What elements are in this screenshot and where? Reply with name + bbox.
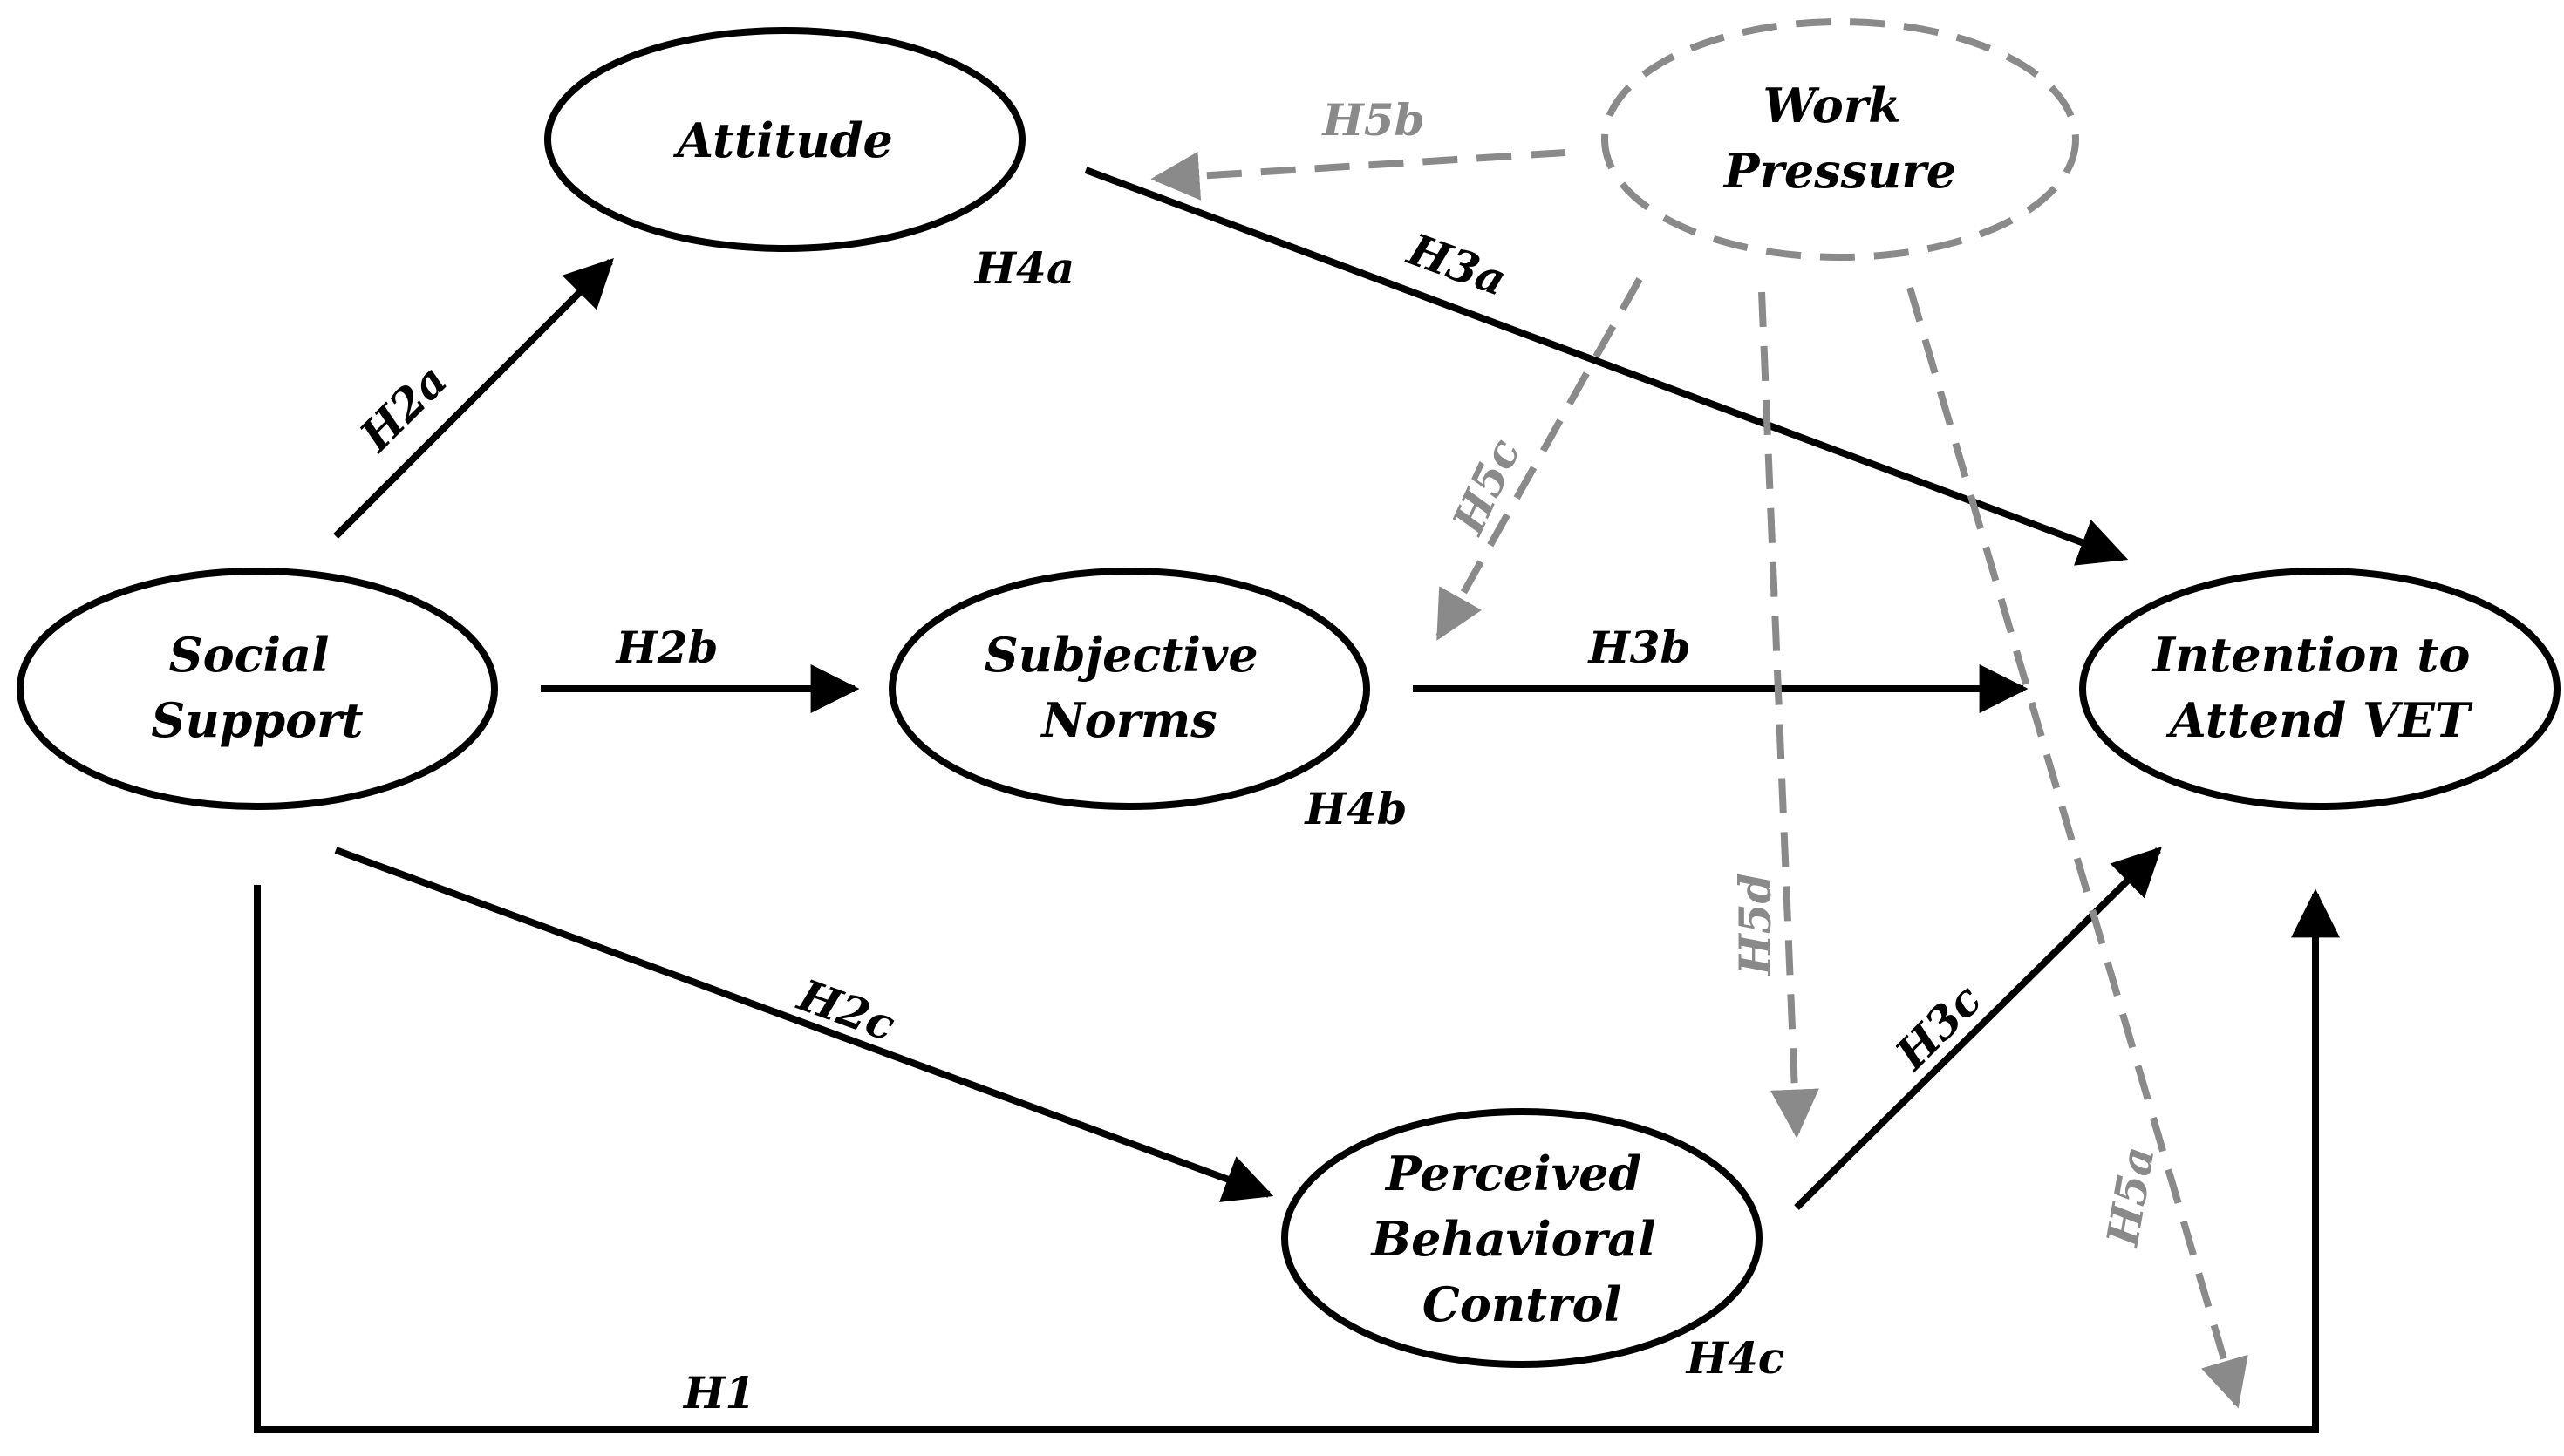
label-h1: H1 [682, 1367, 755, 1419]
node-social-support: Social Support [17, 568, 498, 810]
label-h3b: H3b [1587, 622, 1691, 673]
node-work-pressure: Work Pressure [1601, 18, 2079, 261]
node-intention-line-2: Attend VET [2165, 692, 2473, 748]
node-work-pressure-line-1: Work [1763, 78, 1901, 133]
node-work-pressure-line-2: Pressure [1722, 143, 1956, 199]
edge-h3c [1794, 847, 2162, 1210]
edge-h2c [334, 847, 1274, 1202]
node-subjective-norms-line-1: Subjective [985, 627, 1258, 683]
node-attitude: Attitude [544, 27, 1026, 252]
label-h2b: H2b [615, 622, 719, 673]
node-pbc-line-3: Control [1422, 1276, 1621, 1332]
edge-h3a [1084, 167, 2129, 566]
label-h5d: H5d [1729, 874, 1781, 977]
label-h5a: H5a [2096, 1142, 2164, 1251]
label-h4b: H4b [1304, 783, 1408, 834]
node-attitude-line-1: Attitude [672, 112, 893, 168]
node-social-support-line-2: Support [151, 692, 363, 748]
node-intention-line-1: Intention to [2151, 627, 2471, 683]
svg-text:Intention to Attend VET: Intention to Attend VET [2151, 627, 2486, 748]
edge-h5d [1758, 291, 1819, 1139]
node-intention-to-attend-vet: Intention to Attend VET [2079, 568, 2561, 810]
label-h4c: H4c [1685, 1332, 1784, 1384]
svg-text:Subjective Norms: Subjective Norms [985, 627, 1275, 748]
node-subjective-norms: Subjective Norms [889, 568, 1370, 810]
edge-h5b [1150, 149, 1566, 201]
edge-h5a [1906, 286, 2248, 1409]
svg-text:Attitude: Attitude [672, 112, 893, 168]
node-pbc-line-2: Behavioral [1370, 1211, 1656, 1267]
node-pbc-line-1: Perceived [1384, 1146, 1641, 1201]
node-perceived-behavioral-control: Perceived Behavioral Control [1281, 1108, 1763, 1368]
label-h5b: H5b [1321, 94, 1425, 146]
svg-text:Work Pressure: Work Pressure [1722, 78, 1956, 199]
edge-h2a [333, 258, 614, 539]
node-subjective-norms-line-2: Norms [1040, 692, 1217, 748]
label-h2a: H2a [349, 354, 457, 462]
label-h5c: H5c [1442, 431, 1531, 543]
svg-text:Perceived Behavioral: Perceived Behavioral Control [1370, 1146, 1673, 1332]
edge-h1 [254, 885, 2340, 1433]
edge-h5c [1435, 277, 1643, 641]
svg-text:Social Support: Social Support [151, 627, 363, 748]
node-social-support-line-1: Social [169, 627, 330, 683]
label-h4a: H4a [973, 242, 1074, 294]
